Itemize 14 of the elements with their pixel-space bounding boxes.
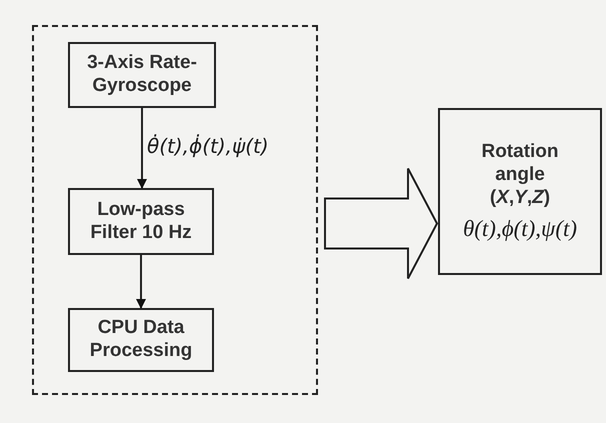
box-title: CPU Data Processing — [88, 317, 194, 363]
result-box — [438, 108, 602, 275]
process-box — [68, 308, 214, 372]
arrow — [136, 255, 146, 309]
box-title: 3-Axis Rate-Gyroscope — [86, 52, 198, 98]
edge-label: θ̇(t),ϕ̇(t),ψ̇(t) — [147, 134, 269, 158]
process-box — [68, 188, 214, 255]
box-title: Low-pass Filter 10 Hz — [89, 198, 193, 244]
arrow — [137, 108, 147, 189]
dashed-group-box — [32, 25, 318, 395]
block-arrow — [324, 168, 438, 280]
math-formula: θ(t),ϕ(t),ψ(t) — [462, 216, 578, 242]
box-title: Rotation angle (X,Y,Z) — [480, 141, 560, 210]
process-box — [68, 42, 216, 108]
